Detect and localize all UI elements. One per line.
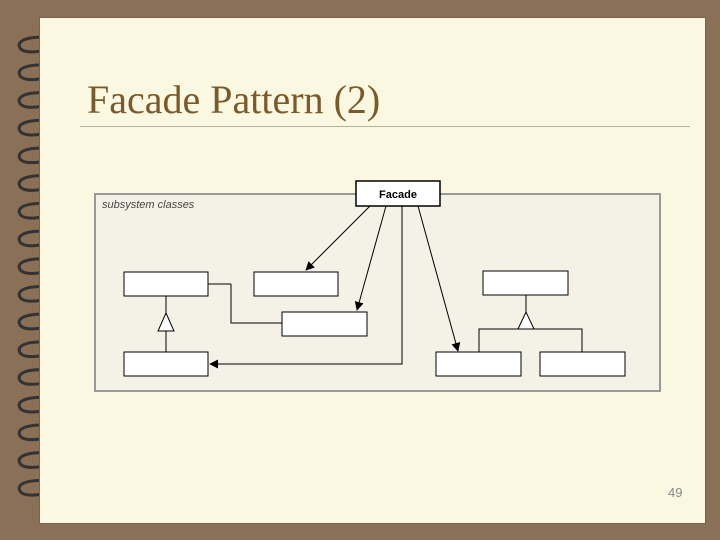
subsystem-class-box (540, 352, 625, 376)
subsystem-class-box (282, 312, 367, 336)
subsystem-class-box (124, 272, 208, 296)
subsystem-class-box (436, 352, 521, 376)
facade-class-label: Facade (379, 189, 417, 201)
subsystem-class-box (483, 271, 568, 295)
subsystem-class-box (124, 352, 208, 376)
subsystem-class-box (254, 272, 338, 296)
subsystem-label: subsystem classes (102, 199, 195, 211)
